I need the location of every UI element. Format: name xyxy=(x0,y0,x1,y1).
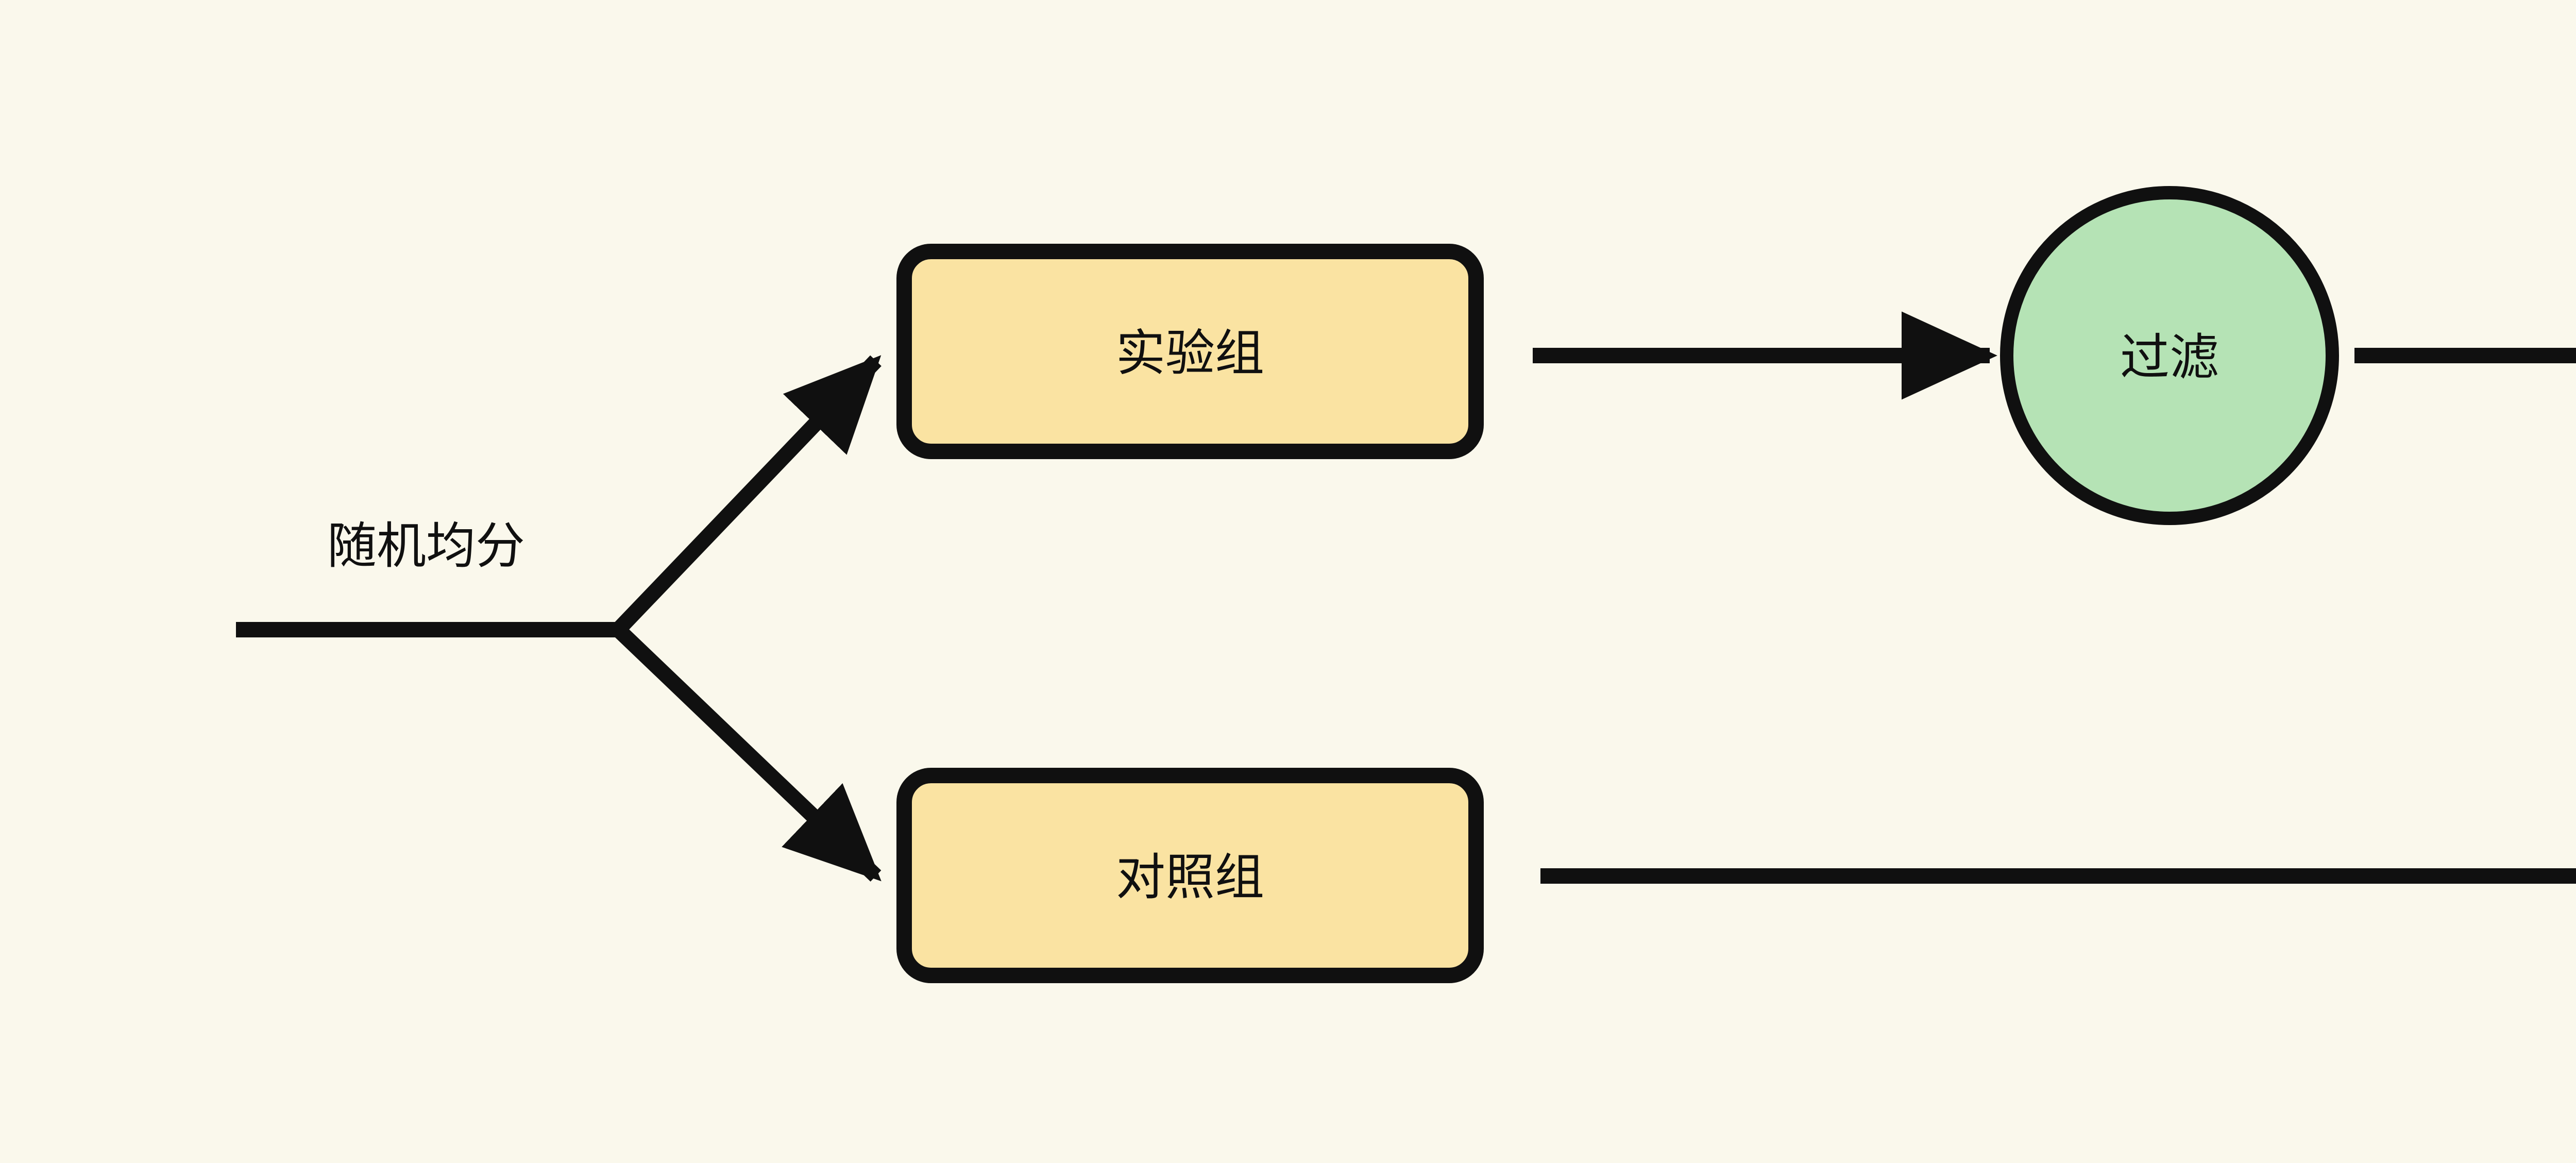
node-experiment-label: 实验组 xyxy=(1116,326,1264,381)
edge-split-to-control xyxy=(613,624,882,882)
node-filter-shape xyxy=(2000,186,2339,525)
node-control-label: 对照组 xyxy=(1116,850,1264,905)
node-control[interactable]: 对照组 xyxy=(896,768,1484,983)
node-filter-label: 过滤 xyxy=(2120,330,2219,385)
edge-label-split: 随机均分 xyxy=(327,519,525,574)
node-experiment-shape xyxy=(896,244,1484,459)
node-experiment[interactable]: 实验组 xyxy=(896,244,1484,459)
node-filter[interactable]: 过滤 xyxy=(2000,186,2339,525)
node-control-shape xyxy=(896,768,1484,983)
edge-split-to-experiment xyxy=(613,355,882,635)
